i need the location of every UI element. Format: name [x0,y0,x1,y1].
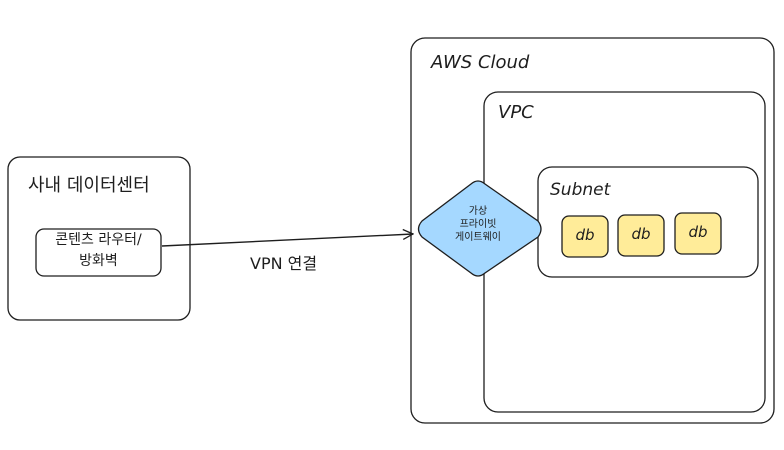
aws-cloud-title: AWS Cloud [431,52,530,73]
vpn-connection-arrow [161,234,413,247]
onprem-datacenter-box [7,156,191,321]
router-label-line1: 콘텐츠 라우터/ [55,232,142,248]
db-block-1 [561,215,609,258]
virtual-private-gateway-diamond [417,180,542,277]
router-firewall-box [35,228,162,277]
gateway-label-line1: 가상 [468,206,488,217]
db-label-3: db [688,223,708,241]
vpc-title: VPC [498,102,534,123]
db-label-2: db [631,225,651,243]
router-label-line2: 방화벽 [79,253,118,269]
gateway-label-line3: 게이트웨이 [455,232,501,243]
db-block-2 [617,214,665,257]
db-block-3 [674,212,722,255]
router-label: 콘텐츠 라우터/ 방화벽 [36,230,161,272]
vpn-connection-label: VPN 연결 [250,254,318,273]
onprem-title: 사내 데이터센터 [28,175,150,196]
subnet-title: Subnet [550,180,611,200]
db-label-1: db [575,226,595,244]
gateway-label: 가상 프라이빗 게이트웨이 [438,205,518,244]
gateway-label-line2: 프라이빗 [459,219,497,230]
